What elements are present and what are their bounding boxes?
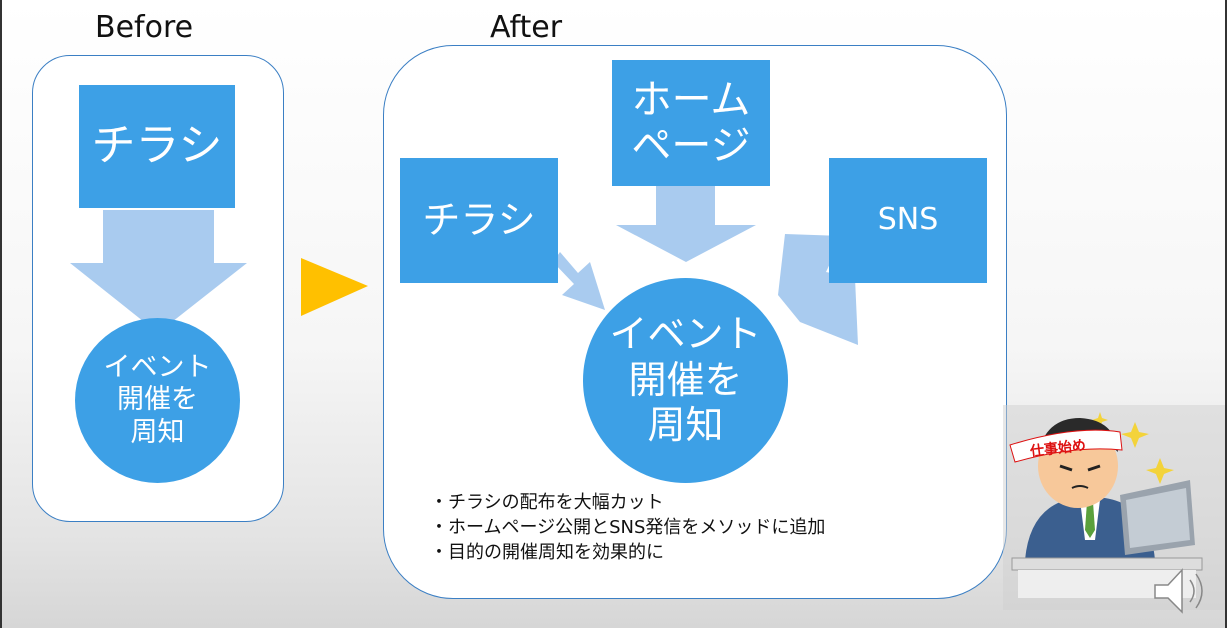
flyer-arrow	[553, 252, 605, 310]
before-event-label: イベント 開催を 周知	[103, 351, 212, 448]
after-homepage-label: ホーム ページ	[631, 77, 751, 169]
before-flyer-label: チラシ	[91, 120, 223, 172]
bullet-list: チラシの配布を大幅カット ホームページ公開とSNS発信をメソッドに追加 目的の開…	[430, 490, 825, 565]
slide-left-border	[0, 0, 2, 628]
sparkle-icon	[1092, 412, 1108, 428]
after-homepage-box: ホーム ページ	[612, 60, 770, 186]
sparkle-icon	[1146, 458, 1174, 484]
bullet-item: 目的の開催周知を効果的に	[430, 540, 825, 565]
headband-text: 仕事始め	[1028, 437, 1087, 461]
speaker-icon[interactable]	[1154, 568, 1203, 614]
sns-arrow	[778, 234, 858, 345]
after-event-circle: イベント 開催を 周知	[583, 278, 788, 483]
slide-right-border	[1225, 0, 1227, 628]
bullet-item: ホームページ公開とSNS発信をメソッドに追加	[430, 515, 825, 540]
after-sns-label: SNS	[877, 202, 939, 238]
after-flyer-label: チラシ	[422, 197, 536, 242]
before-down-arrow	[70, 210, 247, 333]
before-event-circle: イベント 開催を 周知	[75, 318, 240, 483]
before-flyer-box: チラシ	[79, 85, 235, 208]
bullet-item: チラシの配布を大幅カット	[430, 490, 825, 515]
before-heading: Before	[95, 10, 194, 45]
homepage-down-arrow	[616, 185, 756, 262]
play-arrow-icon	[301, 258, 368, 316]
after-event-label: イベント 開催を 周知	[609, 312, 762, 448]
after-flyer-box: チラシ	[400, 158, 558, 283]
after-sns-box: SNS	[829, 158, 987, 283]
sparkle-icon	[1121, 422, 1149, 448]
after-heading: After	[490, 10, 563, 45]
